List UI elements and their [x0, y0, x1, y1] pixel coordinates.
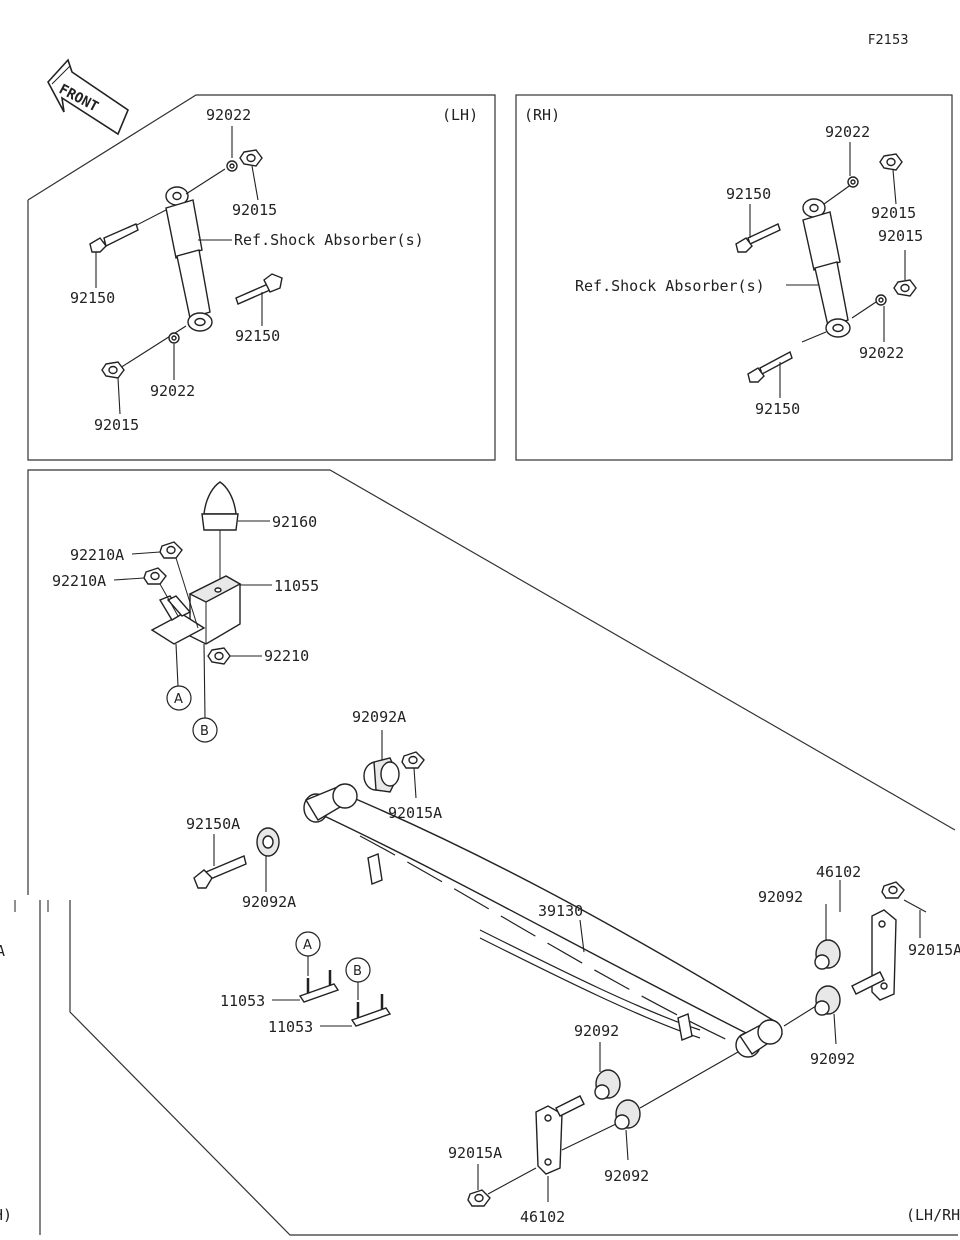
- shackle-right: [851, 909, 897, 1001]
- part-92092-mid: 92092: [574, 1022, 619, 1040]
- part-92015a-right: 92015A: [908, 941, 960, 959]
- part-92210a-1: 92210A: [70, 546, 124, 564]
- rh-part-92150-top: 92150: [726, 185, 771, 203]
- part-92015a-bottom: 92015A: [448, 1144, 502, 1162]
- bolt-92150a: [193, 855, 247, 889]
- svg-text:B: B: [200, 724, 209, 739]
- part-92092-top: 92092: [758, 888, 803, 906]
- lh-part-92022-top: 92022: [206, 106, 251, 124]
- part-92210a-2: 92210A: [52, 572, 106, 590]
- lh-part-92022-bottom: 92022: [150, 382, 195, 400]
- rh-part-92150-bottom: 92150: [755, 400, 800, 418]
- part-92160: 92160: [272, 513, 317, 531]
- part-92092a-bottom: 92092A: [242, 893, 296, 911]
- lh-part-92150-right: 92150: [235, 327, 280, 345]
- part-92092-low: 92092: [604, 1167, 649, 1185]
- rh-shock-absorber: [802, 198, 851, 338]
- rh-section-label: (RH): [524, 106, 560, 124]
- svg-text:B: B: [353, 964, 362, 979]
- rh-nut-b: [893, 279, 917, 297]
- bushing-92092-mid: [594, 1069, 621, 1100]
- part-92210: 92210: [264, 647, 309, 665]
- lhrh-section-label: (LH/RH): [906, 1206, 960, 1224]
- leaf-spring: [303, 783, 784, 1058]
- bump-stop: [201, 481, 239, 584]
- rh-part-92015-b: 92015: [878, 227, 923, 245]
- part-39130: 39130: [538, 902, 583, 920]
- lh-bolt-left: [89, 209, 167, 253]
- part-11053-a: 11053: [220, 992, 265, 1010]
- rh-ref-shock-label: Ref.Shock Absorber(s): [575, 277, 765, 295]
- callout-a-1: A: [166, 685, 192, 711]
- callout-a-2: A: [295, 931, 321, 957]
- rh-part-92022-bottom: 92022: [859, 344, 904, 362]
- nut-92210a-1: [159, 541, 183, 559]
- part-46102-bottom: 46102: [520, 1208, 565, 1226]
- nut-92210a-2: [143, 567, 167, 585]
- part-92015a-top: 92015A: [388, 804, 442, 822]
- callout-b-1: B: [192, 717, 218, 743]
- bushing-92092a-top: [363, 757, 400, 793]
- lh-bolt-right: [235, 273, 283, 305]
- lh-ref-shock-label: Ref.Shock Absorber(s): [234, 231, 424, 249]
- part-46102-top: 46102: [816, 863, 861, 881]
- leaf-spring-frame: [27, 469, 956, 895]
- u-bolt-a: [298, 970, 340, 1003]
- callout-b-2: B: [345, 957, 371, 983]
- rh-part-92015-a: 92015: [871, 204, 916, 222]
- part-92092-right: 92092: [810, 1050, 855, 1068]
- u-bolt-b: [350, 994, 392, 1027]
- rh-bolt-bottom: [747, 350, 793, 383]
- rh-bolt-top: [735, 223, 781, 253]
- lh-part-92150-left: 92150: [70, 289, 115, 307]
- rh-washer-top: [847, 176, 859, 188]
- lh-part-92015-top: 92015: [232, 201, 277, 219]
- lh-washer-bottom: [168, 332, 180, 344]
- lh-shock-absorber: [165, 186, 213, 332]
- rh-frame: [515, 94, 953, 461]
- left-edge-label-1: A: [0, 942, 5, 960]
- lh-frame: [27, 94, 496, 461]
- lh-washer-top: [226, 160, 238, 172]
- figure-code: F2153: [868, 33, 909, 48]
- part-92150a: 92150A: [186, 815, 240, 833]
- svg-text:A: A: [303, 938, 312, 953]
- lh-nut-bottom: [101, 361, 125, 379]
- nut-92015a-bottom: [467, 1189, 491, 1207]
- shackle-bottom: [535, 1095, 585, 1175]
- nut-92015a-right: [881, 881, 905, 899]
- part-92092a-top: 92092A: [352, 708, 406, 726]
- rh-washer-bottom: [875, 294, 887, 306]
- rh-nut-a: [879, 153, 903, 171]
- bracket: [188, 575, 242, 645]
- bushing-92092a-bottom: [256, 827, 280, 857]
- lh-nut-top: [239, 149, 263, 167]
- bushing-92092-low: [614, 1099, 641, 1130]
- bushing-92092-top: [814, 939, 841, 970]
- nut-92210: [207, 647, 231, 665]
- leaf-spring-frame-lower: [69, 900, 958, 1236]
- front-arrow-icon: FRONT: [47, 58, 129, 136]
- left-edge-label-2: H): [0, 1206, 12, 1224]
- lh-part-92015-bottom: 92015: [94, 416, 139, 434]
- lh-section-label: (LH): [442, 106, 478, 124]
- clamp-plate: [150, 595, 206, 645]
- svg-text:A: A: [174, 692, 183, 707]
- nut-92015a-top: [401, 751, 425, 769]
- part-11055: 11055: [274, 577, 319, 595]
- part-11053-b: 11053: [268, 1018, 313, 1036]
- rh-part-92022-top: 92022: [825, 123, 870, 141]
- bushing-92092-right: [814, 985, 841, 1016]
